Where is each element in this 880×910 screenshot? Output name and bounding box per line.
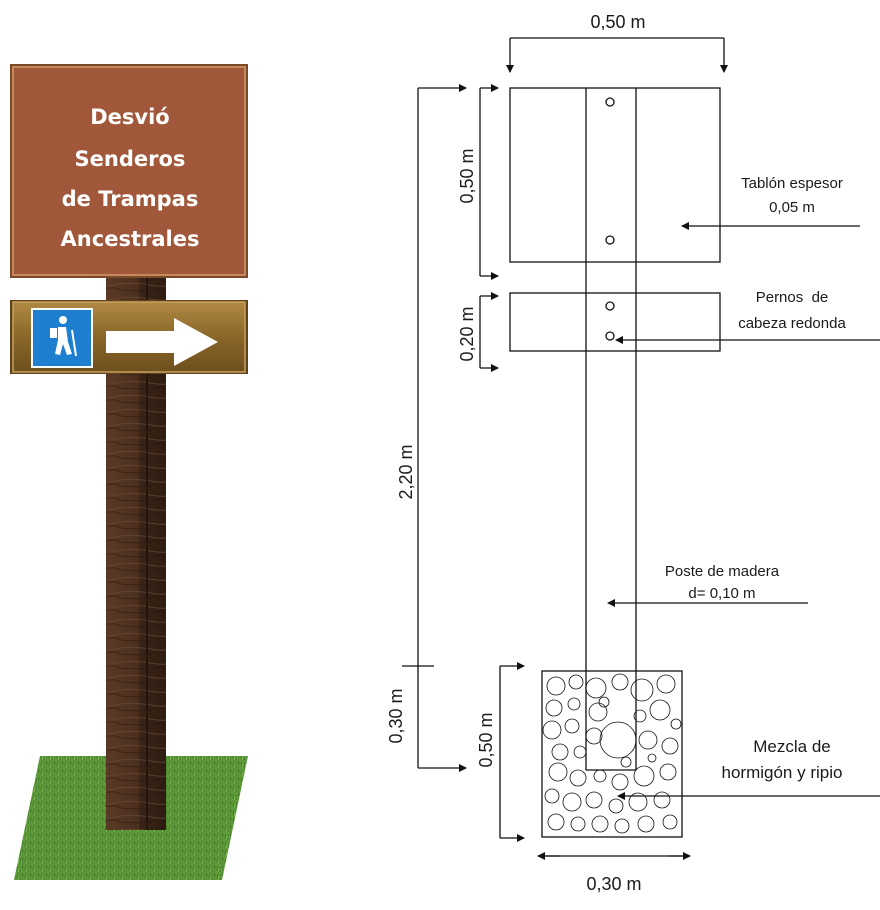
- sign-illustration: Desvió Senderos de Trampas Ancestrales: [10, 64, 248, 880]
- note-mezcla-line1: Mezcla de: [753, 737, 830, 756]
- note-poste-line2: d= 0,10 m: [688, 585, 755, 602]
- dimension-labels: 0,50 m 0,50 m 0,20 m 2,20 m 0,30 m 0,50 …: [386, 12, 646, 894]
- bolt: [605, 97, 615, 107]
- annotation-labels: Tablón espesor 0,05 m Pernos de cabeza r…: [665, 175, 847, 782]
- wooden-post: [106, 278, 166, 830]
- hiker-icon: [31, 308, 93, 368]
- sign-line-2: Senderos: [75, 147, 186, 171]
- main-sign-board: Desvió Senderos de Trampas Ancestrales: [10, 64, 248, 278]
- gravel-fill: [542, 673, 682, 834]
- top-board-outline: [509, 87, 721, 263]
- right-arrow-icon: [106, 318, 218, 366]
- sign-line-4: Ancestrales: [61, 227, 200, 251]
- note-pernos-line1: Pernos de: [756, 289, 829, 306]
- dim-small-board-height: 0,20 m: [457, 306, 477, 361]
- dim-top-width: 0,50 m: [590, 12, 645, 32]
- bolt: [605, 331, 615, 341]
- direction-board: [10, 300, 248, 374]
- concrete-footing: [541, 670, 683, 838]
- small-board-outline: [509, 292, 721, 352]
- sign-line-3: de Trampas: [62, 187, 199, 211]
- note-pernos-line2: cabeza redonda: [738, 315, 846, 332]
- note-mezcla-line2: hormigón y ripio: [722, 763, 843, 782]
- note-tablon-line2: 0,05 m: [769, 199, 815, 216]
- sign-line-1: Desvió: [90, 105, 170, 129]
- dim-footing-width: 0,30 m: [586, 874, 641, 894]
- bolt: [605, 301, 615, 311]
- note-poste-line1: Poste de madera: [665, 563, 780, 580]
- dim-footing-height: 0,50 m: [476, 712, 496, 767]
- dim-board-height: 0,50 m: [457, 148, 477, 203]
- bolt: [605, 235, 615, 245]
- dim-total-height: 2,20 m: [396, 444, 416, 499]
- note-tablon-line1: Tablón espesor: [741, 175, 843, 192]
- dim-buried-depth: 0,30 m: [386, 688, 406, 743]
- technical-drawing: [402, 37, 880, 860]
